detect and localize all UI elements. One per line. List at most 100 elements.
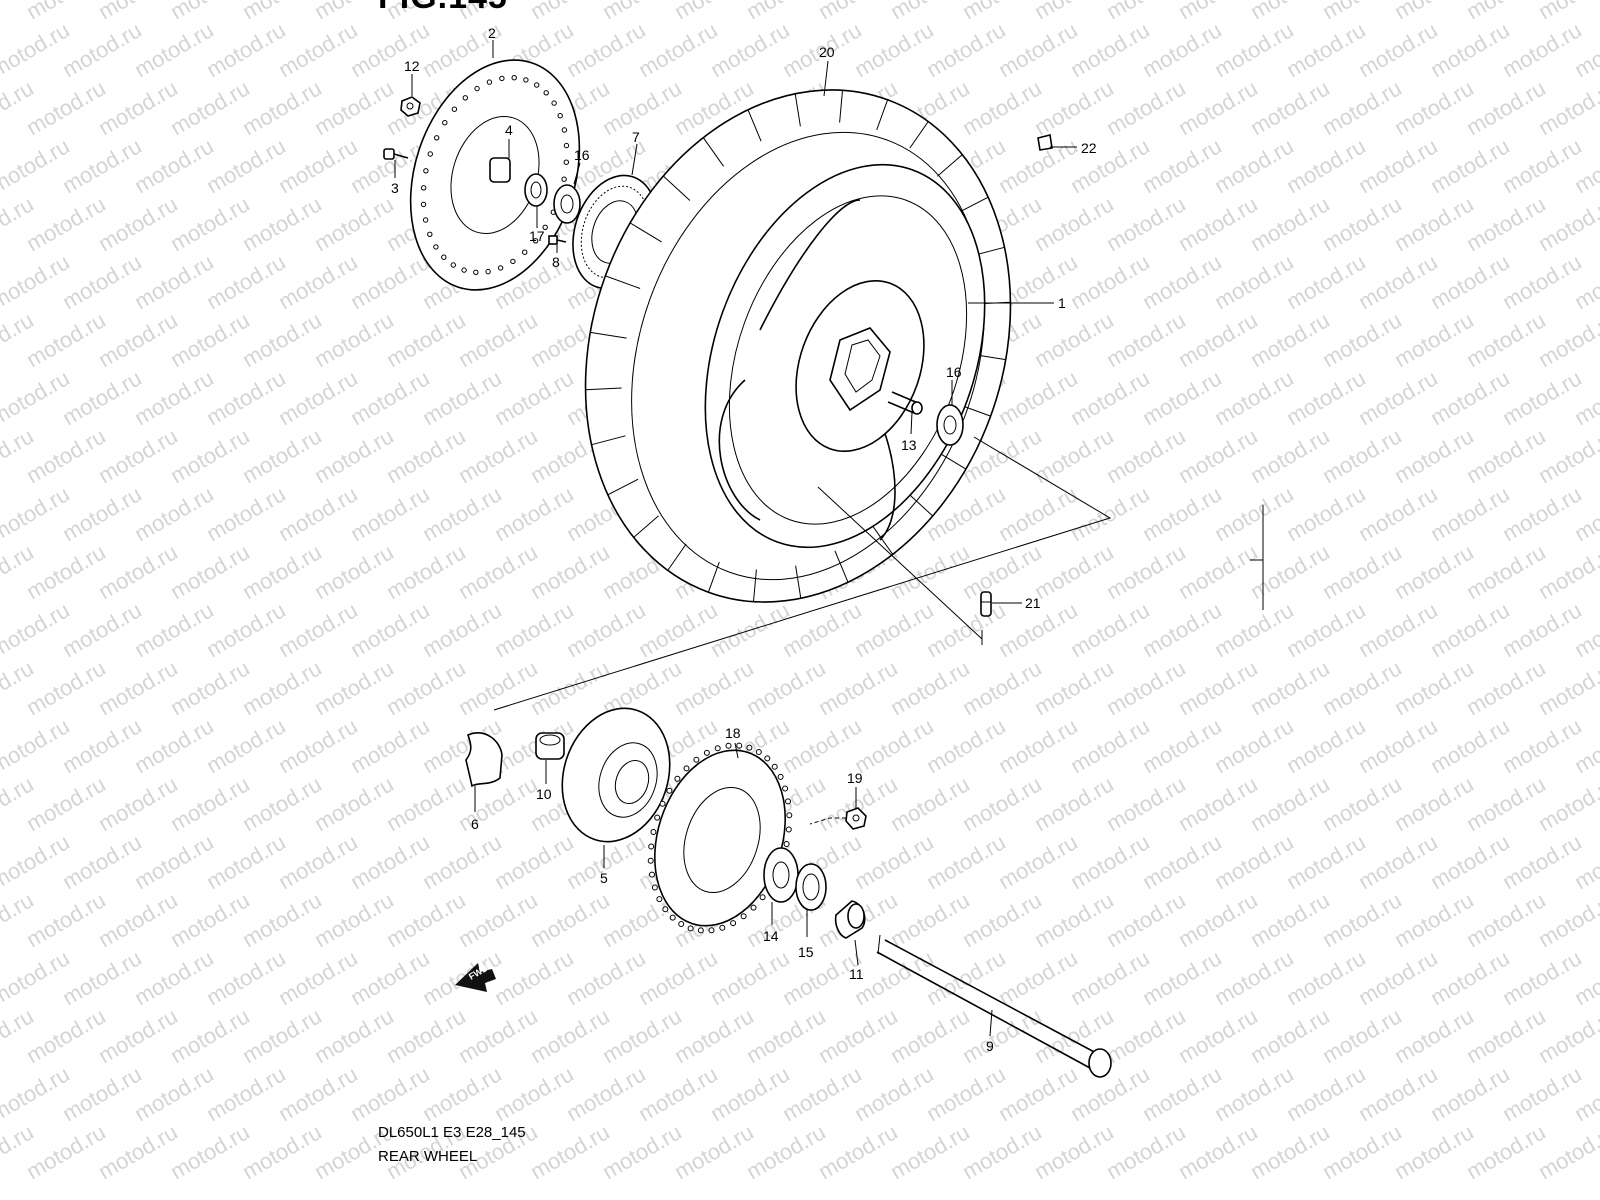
sprocket-tooth (786, 812, 793, 819)
watermark-text: motod.ru (418, 481, 506, 546)
figure-title: FIG.145 (378, 0, 508, 17)
watermark-text: motod.ru (1426, 829, 1514, 894)
tread-line (753, 569, 757, 602)
watermark-text: motod.ru (814, 1119, 902, 1184)
tread-line (585, 387, 622, 391)
disc-hole (421, 185, 427, 191)
balance-weight-22 (1037, 134, 1053, 151)
callout-20: 20 (819, 44, 835, 60)
watermark-text: motod.ru (1462, 75, 1550, 140)
sprocket-tooth (759, 894, 766, 901)
assembly-bracket (493, 436, 1264, 711)
watermark-text: motod.ru (418, 365, 506, 430)
damper-6 (465, 732, 503, 788)
watermark-text: motod.ru (1138, 249, 1226, 314)
watermark-text: motod.ru (634, 1061, 722, 1126)
callout-13: 13 (901, 437, 917, 453)
sprocket-tooth (736, 742, 743, 749)
disc-hole (561, 127, 568, 133)
watermark-text: motod.ru (94, 75, 182, 140)
watermark-text: motod.ru (274, 1061, 362, 1126)
watermark-text: motod.ru (1102, 887, 1190, 952)
bearing-16-upper (553, 184, 581, 224)
watermark-text: motod.ru (310, 655, 398, 720)
watermark-text: motod.ru (1354, 945, 1442, 1010)
watermark-text: motod.ru (1462, 539, 1550, 604)
watermark-text: motod.ru (1534, 75, 1600, 140)
sprocket-tooth (666, 787, 673, 794)
watermark-text: motod.ru (274, 17, 362, 82)
watermark-text: motod.ru (886, 1119, 974, 1184)
watermark-text: motod.ru (1030, 887, 1118, 952)
watermark-text: motod.ru (1030, 1119, 1118, 1184)
watermark-text: motod.ru (58, 133, 146, 198)
sprocket-tooth (678, 921, 685, 927)
watermark-text: motod.ru (490, 829, 578, 894)
watermark-text: motod.ru (994, 481, 1082, 546)
axle-9 (876, 934, 1112, 1078)
watermark-text: motod.ru (1318, 1119, 1406, 1184)
watermark-text: motod.ru (994, 365, 1082, 430)
watermark-text: motod.ru (1426, 133, 1514, 198)
watermark-text: motod.ru (382, 771, 470, 836)
watermark-text: motod.ru (94, 423, 182, 488)
watermark-text: motod.ru (0, 597, 74, 662)
watermark-text: motod.ru (634, 17, 722, 82)
sprocket-tooth (746, 744, 753, 751)
watermark-text: motod.ru (1282, 597, 1370, 662)
watermark-text: motod.ru (994, 133, 1082, 198)
disc-hole (510, 258, 516, 265)
watermark-text: motod.ru (1066, 249, 1154, 314)
sprocket-tooth (725, 742, 732, 749)
watermark-text: motod.ru (202, 1061, 290, 1126)
watermark-text: motod.ru (1102, 75, 1190, 140)
watermark-text: motod.ru (1174, 771, 1262, 836)
watermark-text: motod.ru (1210, 481, 1298, 546)
watermark-text: motod.ru (22, 1119, 110, 1184)
watermark-text: motod.ru (922, 17, 1010, 82)
watermark-text: motod.ru (382, 423, 470, 488)
watermark-text: motod.ru (706, 1061, 794, 1126)
diagram-name: REAR WHEEL (378, 1148, 478, 1165)
watermark-text: motod.ru (454, 539, 542, 604)
sprocket-tooth (771, 763, 778, 770)
watermark-text: motod.ru (1066, 829, 1154, 894)
sprocket-tooth (755, 749, 762, 755)
watermark-text: motod.ru (778, 1061, 866, 1126)
tread-line (909, 121, 929, 149)
watermark-text: motod.ru (202, 481, 290, 546)
callout-8: 8 (552, 254, 560, 270)
watermark-text: motod.ru (1498, 365, 1586, 430)
disc-hole (563, 159, 569, 165)
watermark-text: motod.ru (1462, 307, 1550, 372)
watermark-text: motod.ru (1318, 75, 1406, 140)
disc-hole (561, 176, 567, 182)
watermark-text: motod.ru (94, 887, 182, 952)
watermark-text: motod.ru (0, 1061, 74, 1126)
watermark-text: motod.ru (1246, 191, 1334, 256)
watermark-text: motod.ru (598, 1003, 686, 1068)
tread-line (707, 561, 720, 593)
watermark-text: motod.ru (166, 655, 254, 720)
watermark-text: motod.ru (994, 945, 1082, 1010)
watermark-text: motod.ru (58, 17, 146, 82)
watermark-text: motod.ru (418, 597, 506, 662)
watermark-text: motod.ru (526, 539, 614, 604)
watermark-text: motod.ru (850, 713, 938, 778)
tread-line (839, 90, 843, 123)
watermark-text: motod.ru (1534, 539, 1600, 604)
watermark-text: motod.ru (22, 1003, 110, 1068)
watermark-text: motod.ru (814, 1003, 902, 1068)
watermark-text: motod.ru (490, 945, 578, 1010)
watermark-text: motod.ru (1282, 1061, 1370, 1126)
watermark-text: motod.ru (346, 597, 434, 662)
sprocket-tooth (740, 913, 747, 920)
watermark-text: motod.ru (1246, 887, 1334, 952)
callout-15: 15 (798, 944, 814, 960)
watermark-text: motod.ru (778, 597, 866, 662)
watermark-text: motod.ru (1138, 365, 1226, 430)
watermark-text: motod.ru (490, 365, 578, 430)
watermark-text: motod.ru (58, 945, 146, 1010)
watermark-text: motod.ru (490, 1061, 578, 1126)
watermark-text: motod.ru (1282, 249, 1370, 314)
